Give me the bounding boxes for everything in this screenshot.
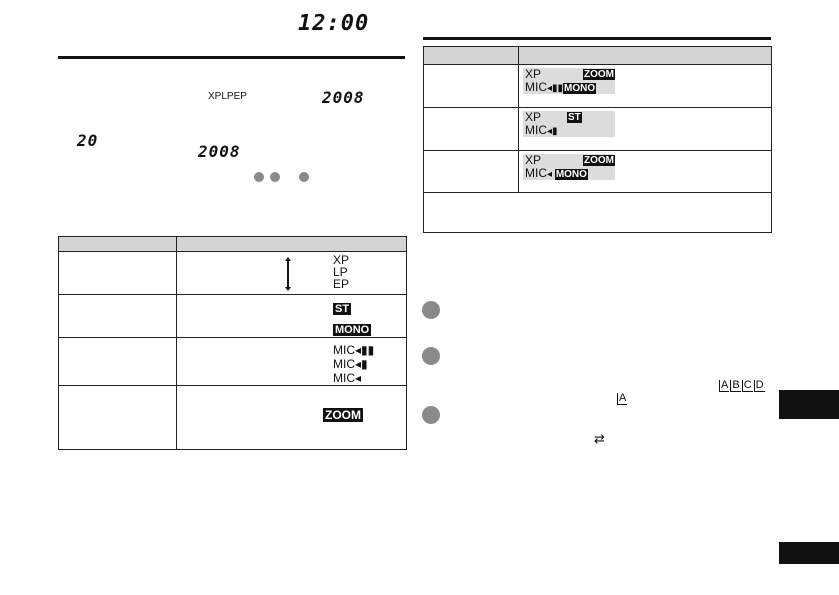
table-row: XP ZOOM MIC◂ MONO <box>423 150 772 193</box>
table-row: MIC◂▮▮ MIC◂▮ MIC◂ <box>58 337 407 386</box>
mic-level-mid: MIC◂▮ <box>333 357 368 371</box>
mic-level-2-icon: ◂▮ <box>547 126 558 137</box>
step-bullet-2 <box>270 172 280 182</box>
zoom-badge: ZOOM <box>583 155 615 166</box>
zoom-badge: ZOOM <box>323 408 363 422</box>
table-row: ST MONO <box>58 294 407 338</box>
mono-badge: MONO <box>333 324 372 336</box>
table-row: XP LP EP <box>58 251 407 295</box>
right-heading-rule <box>423 37 771 40</box>
mono-badge: MONO <box>554 169 588 180</box>
mic-level-high: MIC◂▮▮ <box>333 343 375 357</box>
display-preview: XP ST MIC◂▮ <box>523 111 615 137</box>
mono-badge: MONO <box>563 83 597 94</box>
step-bullet-large-2 <box>422 347 440 365</box>
mode-ep-label: EP <box>333 277 350 291</box>
year-display-1: 2008 <box>322 88 365 107</box>
letter-c: C <box>741 379 753 392</box>
display-preview: XP ZOOM MIC◂▮▮MONO <box>523 67 615 94</box>
memory-letter-single: A <box>617 392 628 405</box>
mic-level-3-icon: ◂▮▮ <box>355 343 375 357</box>
step-bullet-large-3 <box>422 406 440 424</box>
left-heading-rule <box>58 56 405 59</box>
day-display: 20 <box>77 131 99 150</box>
zoom-badge: ZOOM <box>583 69 615 80</box>
up-down-arrow-icon <box>285 257 291 291</box>
display-preview: XP ZOOM MIC◂ MONO <box>523 153 615 180</box>
swap-arrows-icon: ⇄ <box>594 431 605 446</box>
table-note-row <box>423 192 772 233</box>
table-row: ZOOM <box>58 385 407 450</box>
table-row: XP ZOOM MIC◂▮▮MONO <box>423 64 772 108</box>
letter-a: A <box>719 379 730 392</box>
mic-level-2-icon: ◂▮ <box>355 357 368 371</box>
recording-modes-text: XPLPEP <box>208 91 247 102</box>
section-tab <box>779 390 839 419</box>
step-bullet-1 <box>254 172 264 182</box>
letter-d: D <box>753 379 765 392</box>
left-settings-table: XP LP EP ST MONO MIC◂▮▮ MIC◂▮ MIC◂ ZOOM <box>58 236 407 450</box>
mic-level-low: MIC◂ <box>333 371 362 385</box>
step-bullet-large-1 <box>422 301 440 319</box>
mic-level-1-icon: ◂ <box>355 371 362 385</box>
mic-level-3-icon: ◂▮▮ <box>547 83 564 94</box>
table-header-row <box>58 236 407 252</box>
mode-xp-label: XP <box>333 253 350 267</box>
clock-display: 12:00 <box>298 11 370 36</box>
section-tab-bottom <box>779 542 839 564</box>
year-display-2: 2008 <box>198 142 241 161</box>
table-row: XP ST MIC◂▮ <box>423 107 772 151</box>
step-bullet-3 <box>299 172 309 182</box>
table-header-row <box>423 46 772 65</box>
stereo-badge: ST <box>333 303 352 315</box>
mode-lp-label: LP <box>333 265 348 279</box>
stereo-badge: ST <box>567 112 582 123</box>
mic-level-1-icon: ◂ <box>547 169 555 180</box>
right-display-table: XP ZOOM MIC◂▮▮MONO XP ST MIC◂▮ XP ZOOM M… <box>423 46 772 233</box>
letter-b: B <box>730 379 741 392</box>
